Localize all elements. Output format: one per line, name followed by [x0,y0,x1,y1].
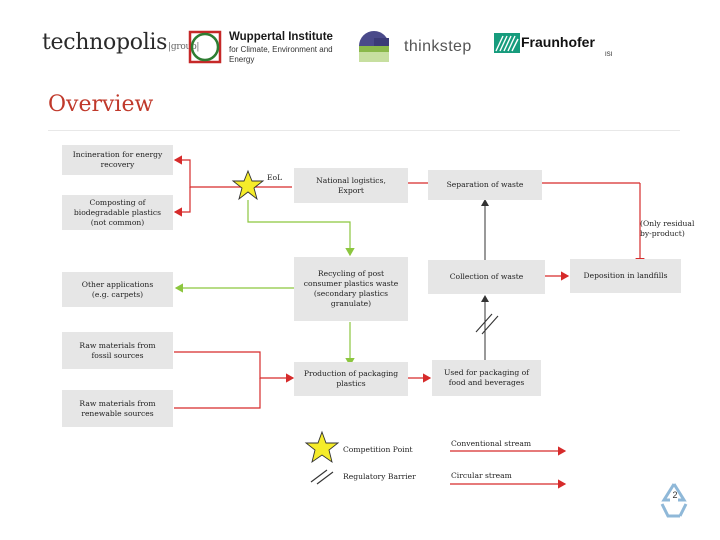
regulatory-barrier-icon [475,313,499,335]
fraunhofer-logo-sub: ISI [605,52,613,58]
box-used-for-packaging: Used for packaging of food and beverages [432,360,541,396]
fraunhofer-logo-text: Fraunhofer [521,34,595,50]
circular-flows [174,200,355,367]
legend-barrier-icon [310,469,334,485]
wuppertal-logo-name: Wuppertal Institute [229,31,333,43]
box-composting-text: Composting of biodegradable plastics (no… [73,197,162,227]
box-production-text: Production of packaging plastics [303,369,399,388]
box-separation-text: Separation of waste [446,180,524,189]
box-composting: Composting of biodegradable plastics (no… [62,195,173,230]
box-raw-renewable-text: Raw materials from renewable sources [79,398,156,418]
legend-regulatory-label: Regulatory Barrier [343,472,416,481]
box-raw-fossil: Raw materials from fossil sources [62,332,173,369]
box-raw-renewable: Raw materials from renewable sources [62,390,173,427]
box-collection-text: Collection of waste [449,272,524,281]
title-divider [48,130,680,131]
box-recycling-text: Recycling of post consumer plastics wast… [303,269,399,308]
fraunhofer-logo-icon [494,33,520,53]
wuppertal-logo-icon [188,30,222,64]
box-incineration-text: Incineration for energy recovery [72,150,163,169]
legend-star-icon [304,430,340,464]
legend-competition-label: Competition Point [343,445,413,454]
residual-label: (Only residual by-product) [640,219,695,238]
page-title: Overview [48,92,154,117]
box-collection: Collection of waste [428,260,545,294]
thinkstep-logo-icon [359,31,389,62]
box-other-applications-text: Other applications (e.g. carpets) [81,279,154,299]
box-deposition: Deposition in landfills [570,259,681,293]
page-number: 2 [672,490,678,500]
technopolis-logo: technopolis|group| [42,30,199,55]
wuppertal-logo-sub: for Climate, Environment and Energy [229,45,333,64]
box-used-for-packaging-text: Used for packaging of food and beverages [443,368,530,387]
box-other-applications: Other applications (e.g. carpets) [62,272,173,307]
thinkstep-logo-text: thinkstep [404,38,472,55]
eol-label: EoL [267,173,283,182]
legend-conventional-label: Conventional stream [451,439,532,448]
box-raw-fossil-text: Raw materials from fossil sources [79,340,156,360]
box-incineration: Incineration for energy recovery [62,145,173,175]
box-recycling: Recycling of post consumer plastics wast… [294,257,408,321]
box-separation: Separation of waste [428,170,542,200]
box-production: Production of packaging plastics [294,362,408,396]
technopolis-logo-sub: |group| [168,42,200,52]
recycle-page-icon [660,483,688,518]
legend-circular-label: Circular stream [451,471,512,480]
box-logistics: National logistics, Export [294,168,408,203]
competition-star-icon [231,169,265,201]
technopolis-logo-text: technopolis [42,30,168,55]
box-deposition-text: Deposition in landfills [583,271,668,280]
box-logistics-text: National logistics, Export [316,175,386,195]
